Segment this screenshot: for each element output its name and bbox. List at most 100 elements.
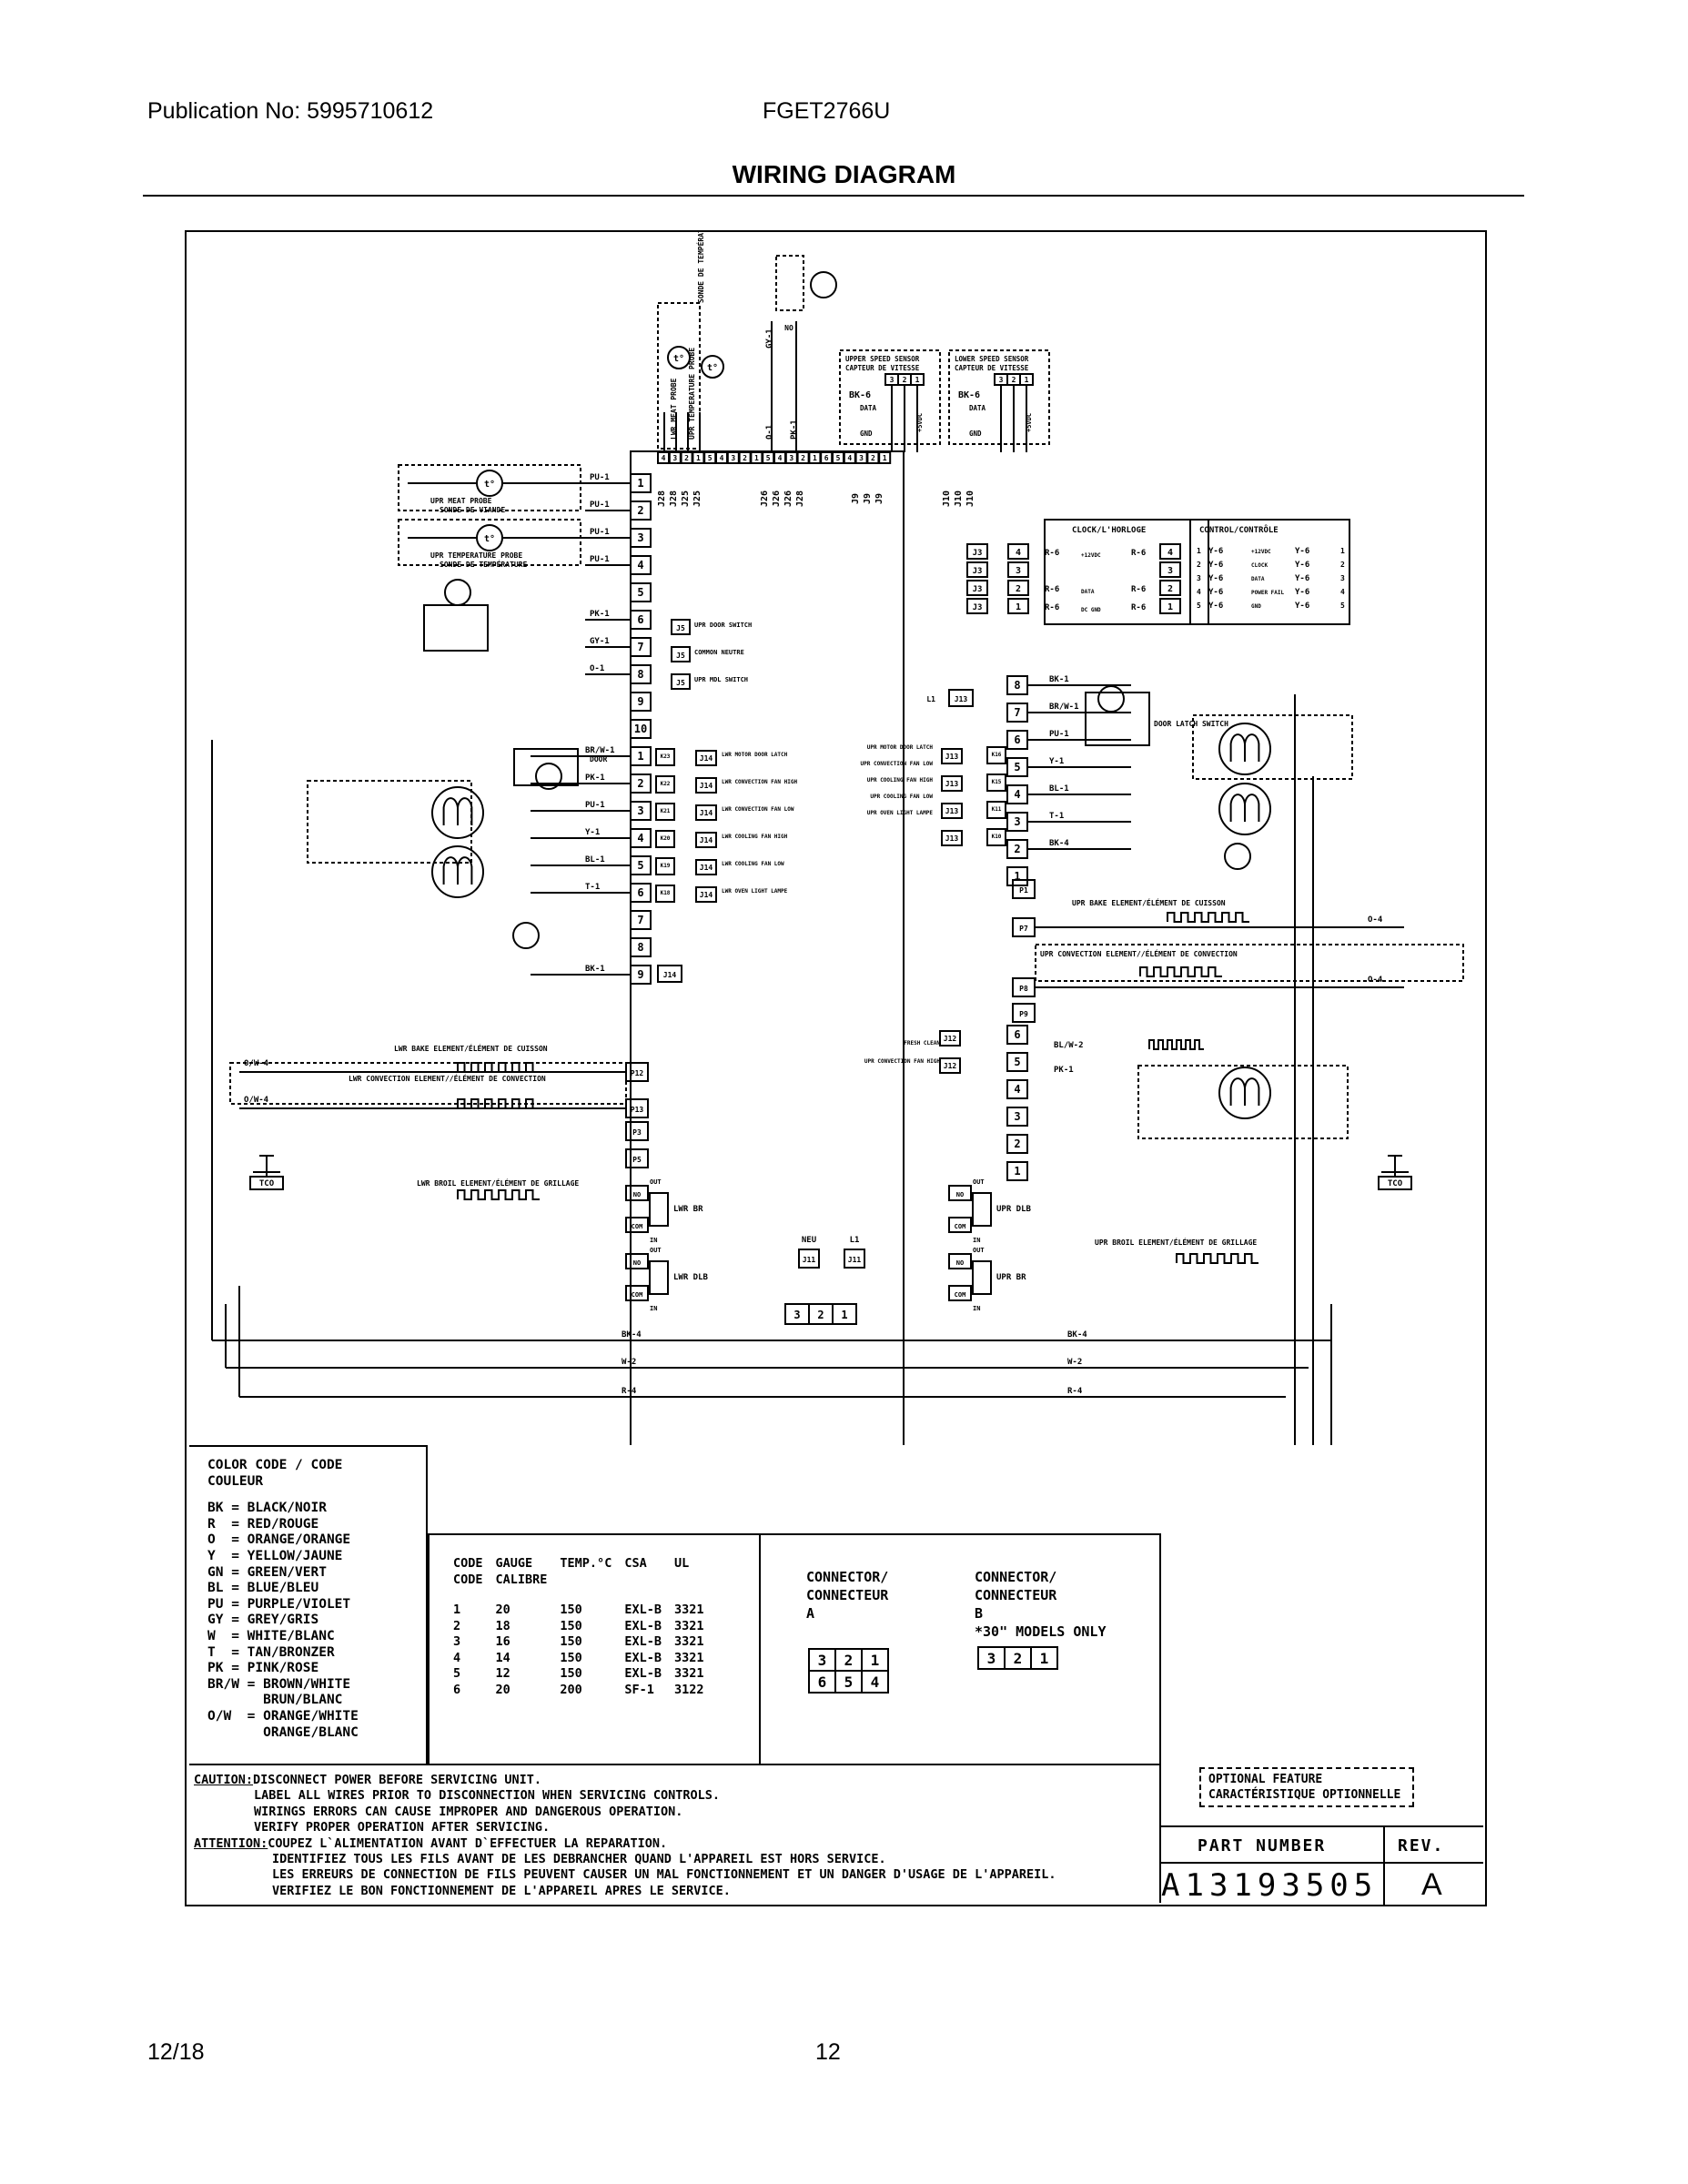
attention-line: LES ERREURS DE CONNECTION DE FILS PEUVEN…	[272, 1867, 1056, 1883]
probe-subtitle: SONDE DE TEMPÉRATURE	[440, 559, 528, 569]
relay-box	[655, 830, 675, 848]
relay-com-label: COM	[955, 1291, 966, 1299]
relay-coil	[649, 1192, 669, 1227]
clock-pin-label: 2	[1016, 584, 1021, 594]
pin-number: 8	[1014, 679, 1020, 692]
j13-label: J13	[945, 834, 959, 843]
j11-connector	[798, 1249, 820, 1269]
left-probe-box	[398, 519, 581, 566]
top-pin-number: 2	[801, 454, 805, 462]
optional-line2: CARACTÉRISTIQUE OPTIONNELLE	[1208, 1788, 1401, 1802]
gauge-cell: 200	[560, 1682, 582, 1697]
left-wire-label: PU-1	[590, 555, 610, 564]
j5-connector	[671, 619, 691, 635]
speed-sensor-gnd: GND	[860, 430, 873, 438]
top-pin-number: 2	[743, 454, 747, 462]
speed-sensor-pin-number: 2	[903, 376, 907, 384]
publication-number: Publication No: 5995710612	[147, 98, 434, 124]
pin-number: 5	[1014, 1056, 1020, 1068]
relay-no	[948, 1253, 972, 1269]
j13-connector	[941, 830, 963, 846]
top-pin-number: 1	[696, 454, 701, 462]
gauge-header-cell: GAUGE	[495, 1556, 533, 1571]
connector-b-pin: 3	[977, 1646, 1006, 1670]
tco-icon	[1381, 1155, 1409, 1177]
clock-conn-label: J3	[973, 585, 983, 594]
clock-wire: R-6	[1045, 549, 1059, 558]
diagram-frame	[185, 230, 1487, 1906]
lwr-bake-element-icon	[457, 1062, 540, 1073]
tco-box	[249, 1176, 284, 1190]
convection-fan-motor-icon	[1218, 723, 1271, 775]
p-pin	[625, 1062, 649, 1082]
pin-number: 2	[637, 777, 643, 790]
j13-label: J13	[945, 780, 959, 788]
control-signal: GND	[1251, 603, 1261, 610]
thermistor-icon	[476, 470, 503, 497]
relay-label: K20	[661, 835, 671, 842]
fresh-clean-element-icon	[1148, 1039, 1204, 1050]
relay-function: LWR MOTOR DOOR LATCH	[722, 752, 788, 758]
bus-label: R-4	[622, 1387, 637, 1396]
top-connector-label: J28	[795, 490, 805, 507]
gauge-cell: EXL-B	[624, 1666, 662, 1681]
left-lower-wire-label: BK-1	[585, 965, 605, 974]
relay-no	[625, 1253, 649, 1269]
connector-a-line3: A	[806, 1605, 815, 1622]
clock-block	[1044, 519, 1209, 625]
relay-box	[655, 857, 675, 875]
relay-coil	[972, 1260, 992, 1295]
lower-right-pin	[1006, 1079, 1028, 1099]
attention-line: ATTENTION:COUPEZ L`ALIMENTATION AVANT D`…	[194, 1836, 1159, 1852]
top-pin-number: 4	[662, 454, 666, 462]
j14-connector	[695, 886, 717, 903]
page-title: WIRING DIAGRAM	[732, 160, 956, 188]
gauge-cell: 16	[495, 1634, 510, 1649]
oven-light-icon	[1224, 843, 1251, 870]
gauge-cell: 3321	[673, 1618, 704, 1633]
lower-right-pin	[1006, 1134, 1028, 1154]
clock-connector	[966, 561, 988, 578]
caution-line: CAUTION:DISCONNECT POWER BEFORE SERVICIN…	[194, 1773, 1159, 1788]
p-pin-label: P1	[1019, 886, 1028, 895]
control-wire: Y-6	[1208, 547, 1223, 556]
connector-a-line1: CONNECTOR/	[806, 1569, 889, 1585]
top-connector-label: J25	[692, 490, 702, 507]
top-connector-label: J26	[760, 490, 770, 507]
probe-label: UPR TEMPERATURE PROBE	[688, 348, 696, 440]
control-signal: DATA	[1251, 576, 1265, 582]
left-wire-label: PU-1	[590, 500, 610, 510]
relay-com-label: COM	[632, 1223, 643, 1230]
upr-bake-element-icon	[1167, 912, 1249, 923]
speed-sensor-pin-number: 3	[890, 376, 895, 384]
attention-line: VERIFIEZ LE BON FONCTIONNEMENT DE L'APPA…	[272, 1883, 731, 1898]
element-label: LWR CONVECTION ELEMENT//ÉLÉMENT DE CONVE…	[349, 1073, 546, 1083]
connector-a-pin-number: 2	[817, 1309, 824, 1321]
j14-connector	[657, 965, 682, 983]
speed-sensor-title: UPPER SPEED SENSOR	[845, 355, 920, 363]
gauge-cell: 3122	[673, 1682, 704, 1697]
top-connector-label: J10	[965, 490, 975, 507]
j13-connector	[941, 775, 963, 792]
relay-no-label: NO	[956, 1191, 964, 1198]
relay-label: K19	[661, 863, 671, 869]
part-number-value: A13193505	[1161, 1867, 1379, 1904]
color-code-row: ORANGE/BLANC	[207, 1724, 359, 1740]
connector-a-pin	[832, 1303, 857, 1325]
color-code-row: O/W = ORANGE/WHITE	[207, 1708, 359, 1724]
gauge-header-cell: CALIBRE	[495, 1572, 548, 1587]
gauge-cell: EXL-B	[624, 1650, 662, 1665]
lock-motor-icon	[535, 763, 562, 790]
clock-pin	[1159, 580, 1181, 596]
left-wire-label: O-1	[590, 664, 604, 673]
page-number: 12	[815, 2039, 841, 2065]
connector-a-line2: CONNECTEUR	[806, 1587, 889, 1603]
left-pin	[630, 719, 652, 739]
relay-out: OUT	[973, 1178, 985, 1186]
wire-label: GY-1	[765, 329, 774, 349]
gauge-cell: EXL-B	[624, 1603, 662, 1617]
